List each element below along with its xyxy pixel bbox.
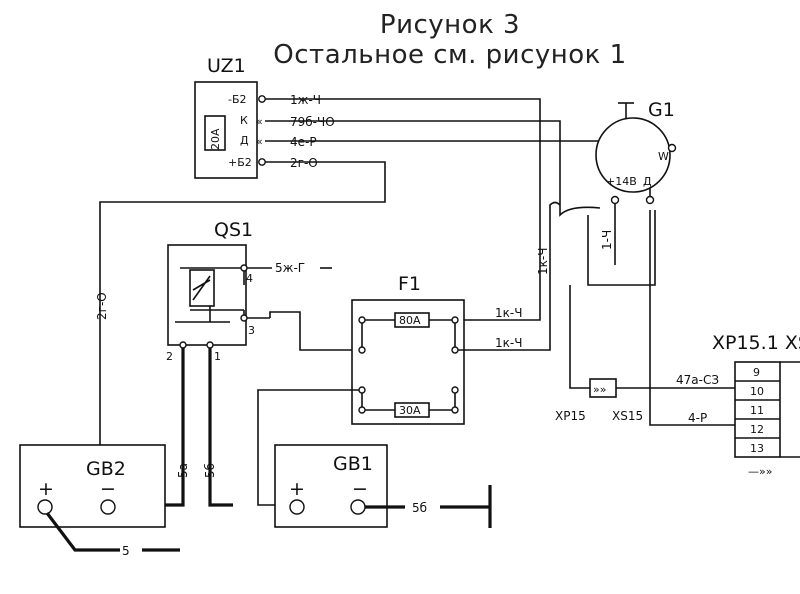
gb1-plus: +: [289, 478, 305, 500]
svg-text:«: «: [256, 115, 263, 128]
gb1-label: GB1: [333, 453, 373, 475]
xs15-socket-label: XS15: [612, 409, 643, 423]
xp15-connector: »» XP15 XS15 47а-СЗ 4-Р: [555, 210, 735, 426]
gb2-plus: +: [38, 478, 54, 500]
wire-1zh-ch: 1ж-Ч: [290, 93, 321, 107]
wire-5: 5: [122, 544, 130, 558]
gb2-minus: −: [100, 478, 116, 500]
uz1-block: 20А UZ1 -Б2 К Д +Б2 « «: [194, 55, 266, 179]
uz1-pin-b2-minus: -Б2: [228, 93, 247, 106]
g1-label: G1: [648, 99, 675, 121]
wire-5zh-g: 5ж-Г: [275, 261, 305, 275]
wire-79b-cho: 79б-ЧО: [290, 115, 335, 129]
wire-5a: 5а: [176, 463, 190, 478]
qs1-pin-1: 1: [214, 350, 221, 363]
xp151-block: XP15.1 XS 9 10 11 12 13 —»»: [712, 332, 800, 478]
qs1-pin-3: 3: [248, 324, 255, 337]
xp151-pin-10: 10: [750, 385, 764, 398]
wire-4-r: 4-Р: [688, 411, 707, 425]
g1-pin-plus14v: +14В: [606, 175, 637, 188]
uz1-pin-b2-plus: +Б2: [228, 156, 252, 169]
xp151-pin-13: 13: [750, 442, 764, 455]
xp151-pin-9: 9: [753, 366, 760, 379]
f1-label: F1: [398, 273, 421, 295]
diagram-title: Рисунок 3: [379, 10, 521, 40]
fuse-80a: 80А: [399, 314, 421, 327]
xp151-label: XP15.1 XS: [712, 332, 800, 354]
xp151-pin-11: 11: [750, 404, 764, 417]
uz1-pin-d: Д: [240, 134, 249, 147]
qs1-pin-4: 4: [246, 272, 253, 285]
svg-text:—»»: —»»: [748, 465, 772, 478]
qs1-label: QS1: [214, 219, 253, 241]
wire-2g-o-vertical: 2г-О: [95, 292, 109, 320]
xp15-plug-label: XP15: [555, 409, 586, 423]
qs1-switch: QS1 4 3 2 1 5ж-Г: [166, 219, 360, 363]
gb1-battery: GB1 + − 5б: [274, 444, 492, 528]
fuse-30a: 30А: [399, 404, 421, 417]
wire-4e-r: 4е-Р: [290, 135, 317, 149]
g1-w-terminal: W: [658, 150, 669, 163]
f1-fuse-block: F1 80А 30А 1к-Ч 1к-Ч 1к-Ч: [257, 201, 561, 506]
svg-text:»»: »»: [593, 383, 606, 396]
qs1-cables: 5а 5б: [117, 348, 233, 507]
wire-1-ch: 1-Ч: [600, 230, 614, 250]
wire-1k-ch-b: 1к-Ч: [495, 336, 522, 350]
uz1-label: UZ1: [207, 55, 246, 77]
qs1-pin-2: 2: [166, 350, 173, 363]
wire-1k-ch-a: 1к-Ч: [495, 306, 522, 320]
uz1-wires: 1ж-Ч 79б-ЧО 4е-Р 2г-О 2г-О: [46, 93, 651, 506]
gb1-minus: −: [352, 478, 368, 500]
diagram-subtitle: Остальное см. рисунок 1: [273, 40, 627, 70]
wire-47a-sz: 47а-СЗ: [676, 373, 719, 387]
uz1-pin-k: К: [240, 114, 248, 127]
g1-generator: G1 W +14В Д 1-Ч: [587, 99, 677, 286]
wire-2g-o: 2г-О: [290, 156, 318, 170]
xp151-pin-12: 12: [750, 423, 764, 436]
uz1-rating: 20А: [209, 128, 222, 150]
svg-text:«: «: [256, 135, 263, 148]
wire-5b: 5б: [203, 463, 217, 478]
g1-pin-d: Д: [643, 175, 652, 188]
wire-1k-ch-vertical: 1к-Ч: [536, 248, 550, 275]
gb2-label: GB2: [86, 458, 126, 480]
wire-5b-gb1: 5б: [412, 501, 427, 515]
gb2-battery: GB2 + − 5: [19, 444, 180, 558]
